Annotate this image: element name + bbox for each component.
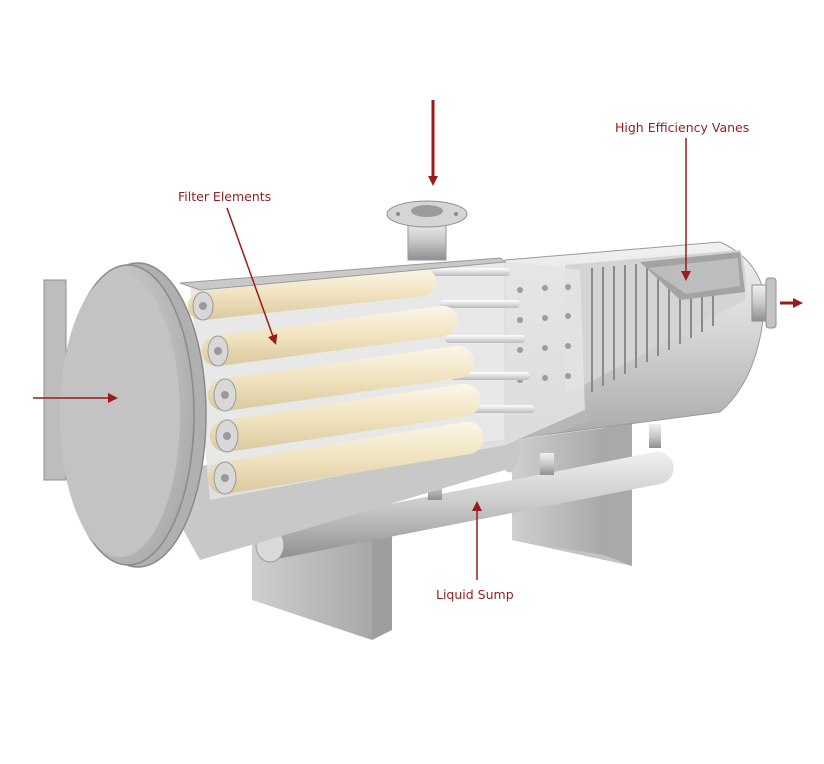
inlet-nozzle xyxy=(386,200,468,261)
filter-elements xyxy=(187,267,484,495)
filter-element xyxy=(207,345,474,412)
filter-elements-leader xyxy=(226,207,278,345)
filter-elements-label: Filter Elements xyxy=(178,189,272,204)
filter-element xyxy=(187,267,437,321)
perforated-baffle xyxy=(517,284,571,383)
vane-cap xyxy=(640,252,745,300)
closure-head xyxy=(43,262,207,568)
filter-element xyxy=(207,421,484,495)
filter-element xyxy=(201,305,458,367)
liquid-sump-label: Liquid Sump xyxy=(436,587,514,602)
callout-arrows xyxy=(33,100,803,580)
high-efficiency-vanes-label: High Efficiency Vanes xyxy=(615,120,750,135)
filter-element xyxy=(209,383,481,453)
shell-cut-edge xyxy=(179,257,507,291)
outlet-nozzle xyxy=(751,277,777,329)
